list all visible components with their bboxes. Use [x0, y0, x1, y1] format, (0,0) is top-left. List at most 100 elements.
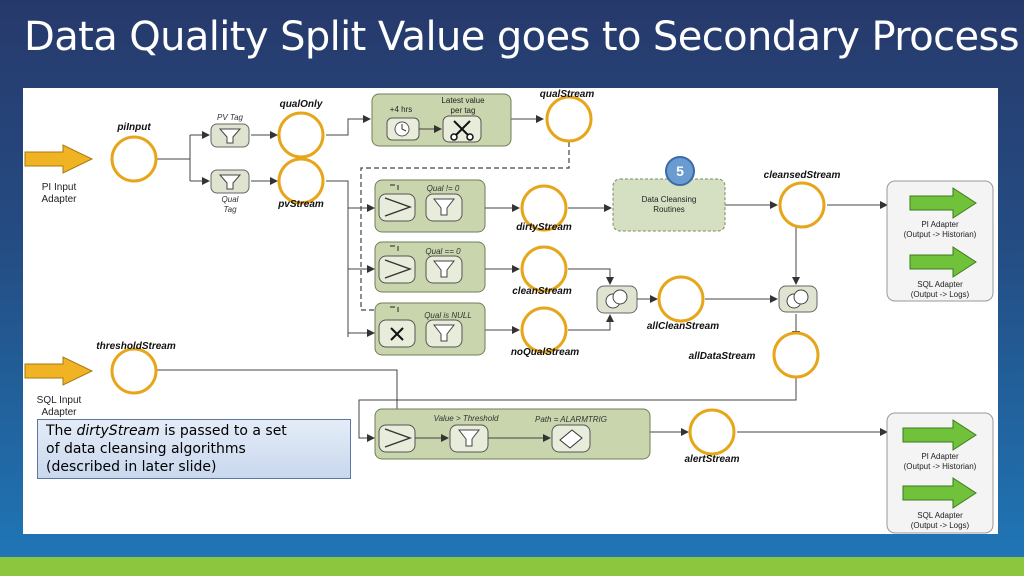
stream-label: pvStream: [277, 199, 324, 210]
stream-qual-only: qualOnly: [277, 99, 325, 159]
split-icon: [384, 197, 413, 217]
callout-prefix: The: [46, 423, 77, 439]
funnel-icon: [432, 324, 456, 342]
stream-label: piInput: [116, 122, 151, 133]
stream-label: qualStream: [540, 89, 595, 100]
flow-diagram: PI Input Adapter SQL Input Adapter piInp…: [24, 89, 994, 534]
callout-line3: (described in later slide): [46, 459, 217, 475]
slide-title: Data Quality Split Value goes to Seconda…: [24, 14, 1020, 60]
stream-all-clean-stream: allCleanStream: [647, 275, 719, 332]
path-icon: [559, 429, 583, 449]
cleansing-label-line2: Routines: [653, 205, 685, 214]
operator-box: [374, 408, 651, 460]
filter-label-line2: Tag: [223, 205, 237, 214]
step-badge-number: 5: [676, 163, 684, 179]
stream-threshold-stream: thresholdStream: [96, 341, 176, 395]
stream-qual-stream: qualStream: [540, 89, 595, 143]
output-arrow-icon: [909, 187, 977, 219]
adapter-box: [886, 180, 994, 302]
connectors: [135, 115, 888, 442]
stream-pi-input: piInput: [110, 122, 158, 183]
output-adapter-group-bottom: PI Adapter (Output -> Historian) SQL Ada…: [886, 412, 994, 534]
stream-node: [520, 184, 568, 232]
stream-node: [778, 181, 826, 229]
stream-clean-stream: cleanStream: [512, 245, 572, 297]
input-arrow-icon: [24, 356, 94, 386]
clock-hands: [401, 124, 407, 132]
output-adapter-group-top: PI Adapter (Output -> Historian) SQL Ada…: [886, 180, 994, 302]
stream-label: allDataStream: [689, 351, 756, 362]
stream-alert-stream: alertStream: [684, 408, 740, 465]
funnel-icon: [432, 260, 456, 278]
output-arrow-icon: [902, 477, 977, 509]
cleansing-label-line1: Data Cleansing: [642, 195, 697, 204]
latest-value-caption-line2: per tag: [451, 106, 476, 115]
funnel-icon: [457, 429, 481, 447]
sql-adapter-line2: (Output -> Logs): [911, 290, 970, 299]
diagram-panel: PI Input Adapter SQL Input Adapter piInp…: [23, 88, 998, 534]
pi-adapter-line1: PI Adapter: [921, 452, 959, 461]
stream-node: [657, 275, 705, 323]
sql-adapter-line1: SQL Adapter: [917, 280, 963, 289]
input-arrow-icon: [24, 144, 94, 174]
split-icon: [384, 428, 413, 448]
stream-node: [277, 157, 325, 205]
stream-node: [520, 245, 568, 293]
sql-input-adapter: SQL Input Adapter: [24, 356, 94, 418]
stream-label: thresholdStream: [96, 341, 176, 352]
latest-value-operator: +4 hrs Latest value per tag: [371, 93, 512, 147]
qual-tag-filter: Qual Tag: [210, 169, 250, 214]
callout-suffix: is passed to a set: [159, 423, 287, 439]
condition-label: Qual is NULL: [424, 311, 472, 320]
stream-label: cleanStream: [512, 286, 572, 297]
stream-label: dirtyStream: [516, 222, 572, 233]
output-arrow-icon: [902, 419, 977, 451]
stream-node: [110, 347, 158, 395]
qual-is-null-operator: Qual is NULL: [374, 302, 486, 356]
stream-all-data-stream: allDataStream: [689, 331, 820, 379]
data-cleansing-routines: Data Cleansing Routines 5: [612, 156, 726, 232]
stream-label: alertStream: [684, 454, 739, 465]
filter-label-line1: Qual: [222, 195, 239, 204]
step-badge: [665, 156, 695, 186]
stream-node: [688, 408, 736, 456]
time-window-label: +4 hrs: [390, 105, 412, 114]
adapter-box: [886, 412, 994, 534]
condition-label: Qual != 0: [427, 184, 460, 193]
pi-input-adapter-line1: PI Input: [42, 182, 77, 193]
funnel-icon: [218, 174, 242, 190]
pi-adapter-line2: (Output -> Historian): [904, 230, 977, 239]
stream-dirty-stream: dirtyStream: [516, 184, 572, 233]
qual-not-zero-operator: Qual != 0: [374, 179, 486, 233]
bottom-accent-bar: [0, 557, 1024, 576]
condition-label: Value > Threshold: [434, 414, 499, 423]
funnel-icon: [432, 198, 456, 216]
split-icon: [384, 259, 413, 279]
stream-label: noQualStream: [511, 347, 579, 358]
qual-equals-zero-operator: Qual == 0: [374, 241, 486, 293]
filter-label: PV Tag: [217, 113, 243, 122]
stream-pv-stream: pvStream: [277, 157, 325, 210]
union-node-all: [778, 285, 818, 313]
path-label: Path = ALARMTRIG: [535, 415, 607, 424]
stream-node: [110, 135, 158, 183]
pv-tag-filter: PV Tag: [210, 113, 250, 148]
callout-emphasis: dirtyStream: [76, 423, 160, 439]
output-arrow-icon: [909, 246, 977, 278]
sql-input-adapter-line1: SQL Input: [37, 395, 82, 406]
stream-node: [277, 111, 325, 159]
stream-label: allCleanStream: [647, 321, 719, 332]
sql-adapter-line2: (Output -> Logs): [911, 521, 970, 530]
cleansing-box: [612, 178, 726, 232]
threshold-operator: Value > Threshold Path = ALARMTRIG: [374, 408, 651, 460]
stream-no-qual-stream: noQualStream: [511, 306, 579, 358]
pi-input-adapter-line2: Adapter: [41, 194, 77, 205]
callout-line1: The dirtyStream is passed to a set: [46, 422, 342, 440]
stream-node: [545, 95, 593, 143]
callout-note: The dirtyStream is passed to a set of da…: [37, 419, 351, 479]
callout-line2: of data cleansing algorithms: [46, 441, 246, 457]
sql-input-adapter-line2: Adapter: [41, 407, 77, 418]
union-node-clean: [596, 285, 638, 314]
pi-adapter-line2: (Output -> Historian): [904, 462, 977, 471]
pi-input-adapter: PI Input Adapter: [24, 144, 94, 205]
